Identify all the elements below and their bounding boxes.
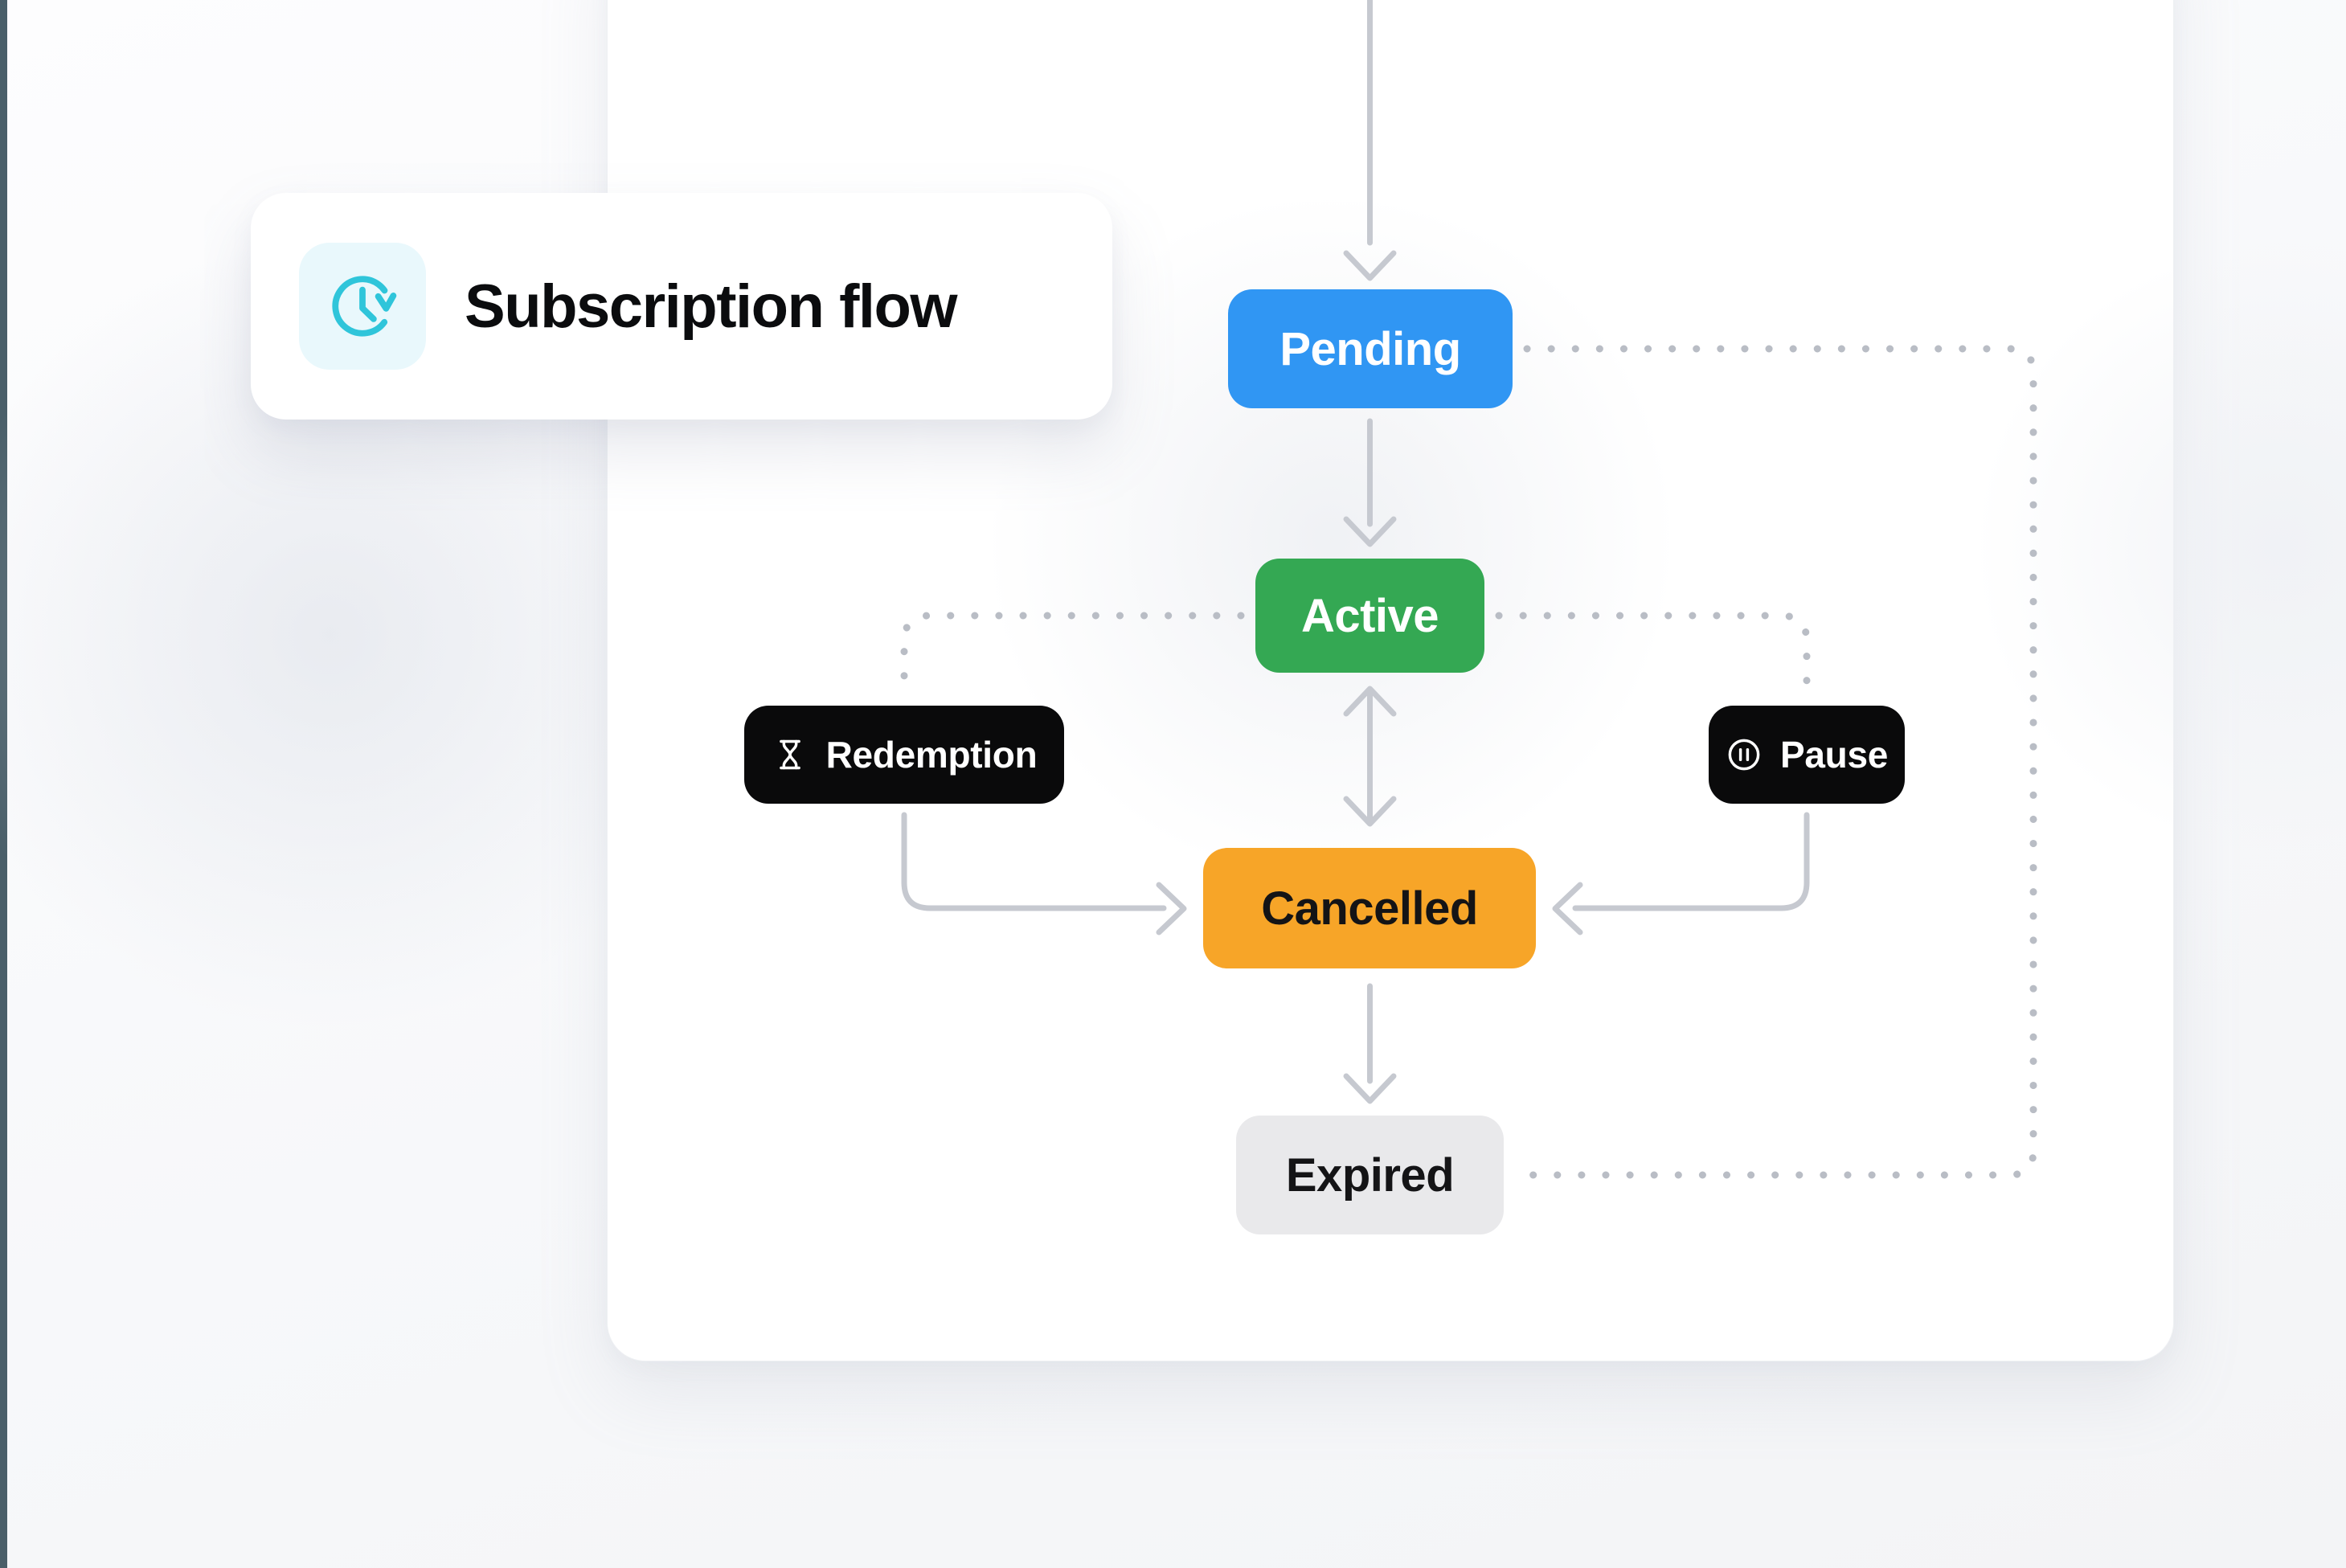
dotted-edge-active-to-redemption: [900, 612, 1245, 692]
edge-redemption-to-cancelled: [901, 812, 1167, 911]
title-card: Subscription flow: [251, 193, 1112, 420]
node-cancelled: Cancelled: [1203, 848, 1536, 968]
node-expired-label: Expired: [1285, 1148, 1455, 1202]
page-title: Subscription flow: [465, 272, 958, 341]
pause-circle-icon: [1728, 739, 1760, 771]
node-expired: Expired: [1236, 1116, 1504, 1234]
arrowhead-down-into-pending: [1343, 250, 1397, 281]
arrowhead-up-into-active: [1343, 686, 1397, 717]
hourglass-icon: [779, 739, 800, 770]
arrowhead-down-into-active: [1343, 516, 1397, 547]
node-active-label: Active: [1300, 589, 1439, 642]
arrowhead-down-into-expired: [1343, 1073, 1397, 1104]
arrowhead-left-into-cancelled: [1552, 882, 1583, 935]
dotted-edges: [900, 345, 2037, 1179]
arrowhead-down-into-cancelled: [1343, 796, 1397, 827]
title-icon-tile: [299, 243, 426, 370]
history-clock-icon: [332, 276, 397, 337]
dotted-edge-active-to-pause: [1495, 612, 1811, 692]
edge-pause-to-cancelled: [1572, 812, 1810, 911]
node-pending: Pending: [1228, 289, 1513, 408]
node-pause: Pause: [1709, 706, 1905, 804]
node-cancelled-label: Cancelled: [1261, 882, 1478, 935]
node-pause-label: Pause: [1779, 734, 1889, 776]
solid-edges: [901, 0, 1810, 1104]
dotted-edge-pending-to-expired: [1515, 345, 2037, 1179]
node-pending-label: Pending: [1279, 322, 1461, 375]
node-redemption: Redemption: [744, 706, 1064, 804]
node-redemption-label: Redemption: [825, 734, 1038, 776]
arrowhead-right-into-cancelled: [1156, 882, 1187, 935]
node-active: Active: [1255, 559, 1484, 673]
